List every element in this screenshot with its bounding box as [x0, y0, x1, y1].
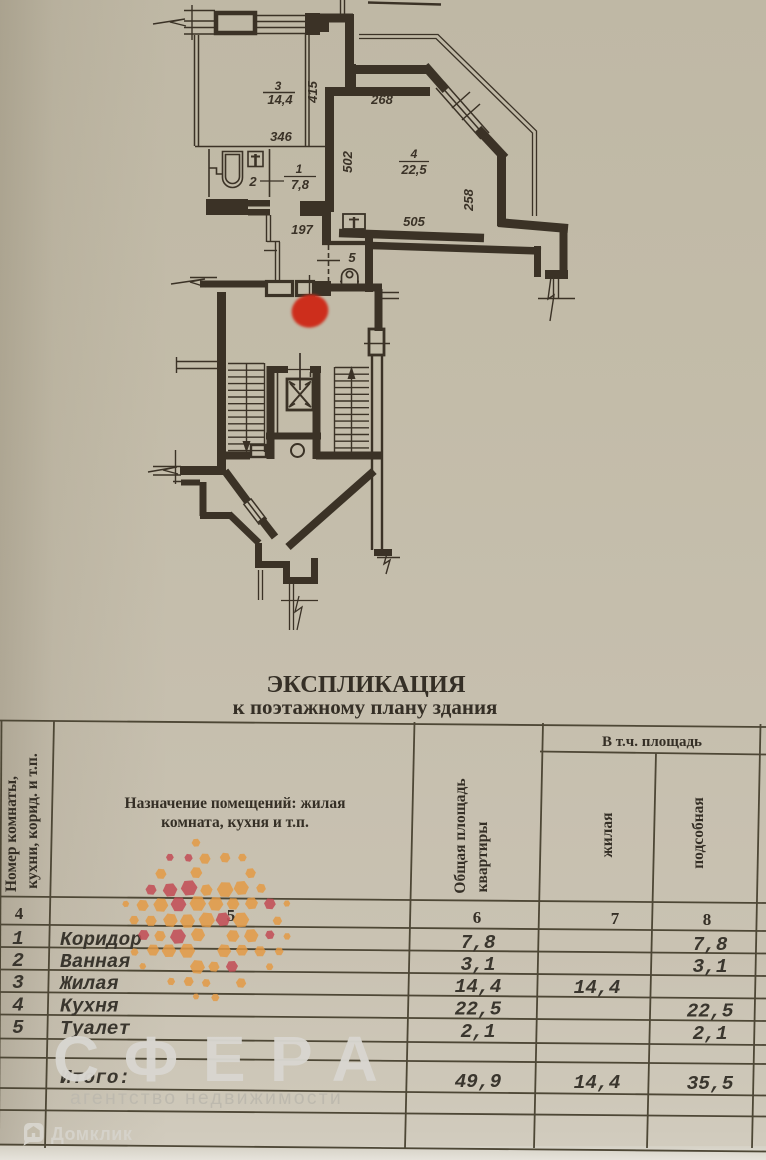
svg-text:комната, кухня и т.п.: комната, кухня и т.п. — [161, 814, 309, 831]
svg-text:подсобная: подсобная — [690, 797, 707, 869]
svg-text:агентство недвижимости: агентство недвижимости — [70, 1087, 343, 1109]
svg-text:7,8: 7,8 — [460, 932, 495, 954]
svg-text:3: 3 — [275, 79, 282, 93]
svg-text:415: 415 — [305, 80, 320, 103]
svg-text:1: 1 — [296, 162, 303, 176]
svg-text:258: 258 — [461, 188, 476, 211]
svg-text:В т.ч. площадь: В т.ч. площадь — [602, 734, 702, 750]
svg-text:14,4: 14,4 — [574, 977, 621, 999]
svg-text:Итого:: Итого: — [60, 1067, 130, 1089]
svg-text:СФЕРА: СФЕРА — [53, 1023, 402, 1095]
svg-text:Домклик: Домклик — [51, 1124, 133, 1144]
svg-text:жилая: жилая — [599, 812, 616, 857]
svg-text:Коридор: Коридор — [60, 929, 142, 951]
svg-text:Туалет: Туалет — [60, 1018, 131, 1040]
svg-text:35,5: 35,5 — [687, 1073, 734, 1095]
svg-text:268: 268 — [370, 92, 393, 107]
svg-text:4: 4 — [12, 995, 24, 1017]
svg-text:22,5: 22,5 — [687, 1001, 734, 1023]
svg-text:7: 7 — [611, 909, 620, 928]
svg-text:3,1: 3,1 — [692, 956, 727, 978]
svg-text:1: 1 — [12, 928, 24, 950]
svg-text:ЭКСПЛИКАЦИЯ: ЭКСПЛИКАЦИЯ — [266, 671, 465, 698]
svg-text:14,4: 14,4 — [574, 1072, 621, 1094]
svg-text:7,8: 7,8 — [291, 177, 310, 192]
svg-text:7,8: 7,8 — [692, 934, 727, 956]
svg-text:197: 197 — [291, 222, 313, 237]
svg-text:505: 505 — [403, 214, 425, 229]
svg-text:2: 2 — [12, 950, 24, 972]
svg-text:346: 346 — [270, 129, 292, 144]
svg-text:2,1: 2,1 — [692, 1023, 727, 1045]
svg-text:3,1: 3,1 — [460, 954, 495, 976]
svg-text:4: 4 — [15, 904, 24, 923]
svg-text:3: 3 — [12, 972, 24, 994]
svg-text:5: 5 — [348, 250, 356, 265]
svg-text:2: 2 — [248, 174, 257, 189]
svg-text:6: 6 — [473, 908, 482, 927]
svg-text:2,1: 2,1 — [460, 1021, 495, 1043]
svg-text:Ванная: Ванная — [60, 951, 131, 973]
svg-text:Кухня: Кухня — [60, 996, 119, 1018]
svg-text:5: 5 — [227, 906, 236, 925]
svg-text:кухни, корид. и т.п.: кухни, корид. и т.п. — [24, 753, 41, 889]
svg-text:14,4: 14,4 — [267, 92, 293, 107]
svg-text:4: 4 — [410, 147, 418, 161]
svg-text:Общая площадь: Общая площадь — [452, 778, 469, 893]
svg-text:22,5: 22,5 — [400, 162, 427, 177]
svg-text:502: 502 — [340, 150, 355, 172]
svg-text:5: 5 — [12, 1017, 24, 1039]
svg-text:Жилая: Жилая — [59, 973, 119, 995]
svg-text:8: 8 — [703, 910, 712, 929]
svg-text:Номер комнаты,: Номер комнаты, — [3, 776, 20, 892]
svg-text:22,5: 22,5 — [455, 999, 502, 1021]
svg-text:Назначение помещений: жилая: Назначение помещений: жилая — [125, 795, 346, 812]
svg-text:14,4: 14,4 — [455, 976, 502, 998]
svg-text:к поэтажному плану здания: к поэтажному плану здания — [233, 695, 498, 719]
svg-text:49,9: 49,9 — [455, 1071, 502, 1093]
svg-text:квартиры: квартиры — [474, 822, 491, 893]
